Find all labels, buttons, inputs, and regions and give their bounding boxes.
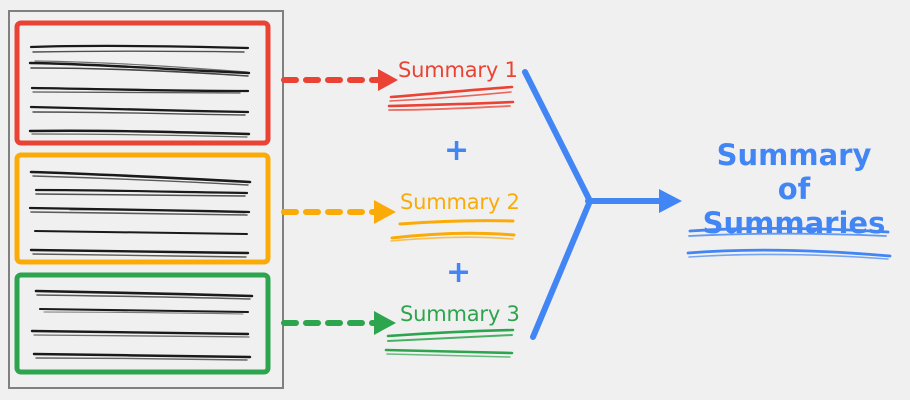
- summary-1-label[interactable]: Summary 1: [398, 58, 518, 82]
- plus-operator-2: +: [446, 255, 472, 290]
- chunk-2-text-lines: [28, 170, 252, 258]
- arrow-3: [281, 311, 396, 335]
- chunk-2-box[interactable]: [14, 152, 271, 265]
- final-summary-squiggle: [686, 227, 892, 260]
- arrow-1: [281, 69, 398, 91]
- plus-operator-1: +: [444, 133, 470, 168]
- summary-3-squiggle: [384, 328, 515, 358]
- summary-3-label[interactable]: Summary 3: [400, 302, 520, 326]
- chunk-3-group[interactable]: [14, 272, 271, 375]
- chunk-1-text-lines: [28, 44, 251, 138]
- source-document-frame: [8, 10, 284, 389]
- final-summary-label[interactable]: Summary of Summaries: [700, 138, 888, 241]
- chunk-3-text-lines: [30, 289, 254, 361]
- arrow-2: [281, 200, 396, 224]
- chunk-1-group[interactable]: [14, 20, 271, 146]
- summary-2-squiggle: [390, 219, 516, 242]
- merge-connector: [522, 69, 682, 340]
- final-summary-line-1: Summary of: [716, 138, 872, 207]
- summary-1-squiggle: [387, 85, 515, 111]
- summary-2-label[interactable]: Summary 2: [400, 190, 520, 214]
- chunk-1-box[interactable]: [14, 20, 271, 146]
- chunk-2-group[interactable]: [14, 152, 271, 265]
- final-summary-line-2: Summaries: [702, 206, 886, 241]
- chunk-3-box[interactable]: [14, 272, 271, 375]
